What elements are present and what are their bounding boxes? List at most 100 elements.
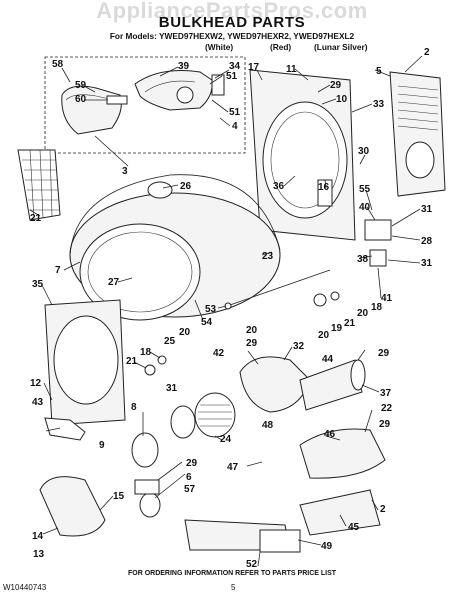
drum-front-ring bbox=[87, 231, 193, 313]
sensor-part bbox=[176, 86, 194, 104]
callout: 16 bbox=[318, 182, 330, 193]
callout: 52 bbox=[246, 559, 258, 570]
blower-housing-part bbox=[239, 356, 311, 413]
callout: 44 bbox=[322, 354, 334, 365]
callout: 42 bbox=[213, 348, 225, 359]
callout: 35 bbox=[32, 279, 44, 290]
document-number: W10440743 bbox=[3, 583, 47, 592]
callout: 36 bbox=[273, 181, 285, 192]
callout: 25 bbox=[164, 336, 176, 347]
callout: 14 bbox=[32, 531, 44, 542]
callout: 40 bbox=[359, 202, 371, 213]
lower-duct-part bbox=[39, 476, 106, 537]
callout: 48 bbox=[262, 420, 274, 431]
callout: 47 bbox=[227, 462, 239, 473]
trim-housing-part bbox=[61, 85, 122, 135]
callout: 9 bbox=[99, 440, 105, 451]
callout: 6 bbox=[186, 472, 192, 483]
watermark: AppliancePartsPros.com bbox=[96, 0, 368, 23]
callout: 31 bbox=[421, 204, 433, 215]
callout: 49 bbox=[321, 541, 333, 552]
model-list: For Models: YWED97HEXW2, YWED97HEXR2, YW… bbox=[109, 31, 355, 41]
callout: 32 bbox=[293, 341, 305, 352]
callout: 27 bbox=[108, 277, 120, 288]
vent-port bbox=[405, 141, 435, 179]
wire-rod-part bbox=[229, 269, 331, 306]
callout: 33 bbox=[373, 99, 385, 110]
clip-part bbox=[211, 74, 225, 96]
callout: 31 bbox=[421, 258, 433, 269]
callout: 29 bbox=[378, 348, 390, 359]
duct-assembly-part bbox=[134, 70, 213, 111]
thermostat-bracket-part bbox=[364, 219, 392, 241]
callout: 26 bbox=[180, 181, 192, 192]
drum-front-opening bbox=[79, 223, 201, 321]
ordering-note: FOR ORDERING INFORMATION REFER TO PARTS … bbox=[127, 570, 337, 577]
roller-part bbox=[144, 364, 156, 376]
vent-grille bbox=[397, 85, 439, 131]
callout: 8 bbox=[131, 402, 137, 413]
page-title: BULKHEAD PARTS bbox=[158, 14, 306, 31]
duct-contour bbox=[144, 80, 196, 93]
callout: 31 bbox=[166, 383, 178, 394]
callout-labels: 58 59 60 39 51 34 51 4 3 2 17 11 29 10 5… bbox=[30, 47, 433, 570]
callout: 24 bbox=[220, 434, 232, 445]
thermal-fuse-part bbox=[369, 249, 387, 267]
lint-screen-part bbox=[17, 149, 61, 221]
bulkhead-opening bbox=[262, 101, 348, 219]
base-support-part bbox=[299, 489, 381, 536]
callout: 60 bbox=[75, 94, 87, 105]
callout: 43 bbox=[32, 397, 44, 408]
callout: 57 bbox=[184, 484, 196, 495]
callout: 17 bbox=[248, 62, 260, 73]
callout: 20 bbox=[318, 330, 330, 341]
callout: 4 bbox=[232, 121, 238, 132]
trim-edge bbox=[65, 94, 115, 101]
callout: 54 bbox=[201, 317, 213, 328]
lint-screen-mesh bbox=[22, 149, 59, 221]
drum-baffle-part bbox=[147, 181, 173, 199]
callout: 29 bbox=[246, 338, 258, 349]
blower-wheel-part bbox=[194, 392, 236, 438]
callout: 53 bbox=[205, 304, 217, 315]
idler-washer-part bbox=[330, 291, 340, 301]
callout: 51 bbox=[226, 71, 238, 82]
callout: 34 bbox=[229, 61, 241, 72]
callout: 23 bbox=[262, 251, 274, 262]
callout: 2 bbox=[380, 504, 386, 515]
idler-pulley-part bbox=[313, 293, 327, 307]
callout: 20 bbox=[246, 325, 258, 336]
callout: 10 bbox=[336, 94, 348, 105]
exhaust-duct-part bbox=[299, 359, 363, 411]
callout: 29 bbox=[379, 419, 391, 430]
callout: 30 bbox=[358, 146, 370, 157]
callout: 12 bbox=[30, 378, 42, 389]
callout: 15 bbox=[113, 491, 125, 502]
callout: 20 bbox=[179, 327, 191, 338]
callout: 18 bbox=[371, 302, 383, 313]
drum-top-edge bbox=[69, 174, 281, 256]
motor-cover-part bbox=[299, 428, 386, 479]
callout: 2 bbox=[424, 47, 430, 58]
bulkhead-ring bbox=[270, 111, 340, 209]
callout: 18 bbox=[140, 347, 152, 358]
pulley-ring-part bbox=[170, 405, 196, 439]
callout: 55 bbox=[359, 184, 371, 195]
callout: 7 bbox=[55, 265, 61, 276]
callout: 59 bbox=[75, 80, 87, 91]
page-number: 5 bbox=[231, 583, 236, 592]
callout: 58 bbox=[52, 59, 64, 70]
callout: 11 bbox=[286, 64, 297, 75]
callout: 45 bbox=[348, 522, 360, 533]
callout: 29 bbox=[330, 80, 342, 91]
front-bulkhead-opening bbox=[53, 315, 119, 405]
hinge-bracket-part bbox=[44, 417, 86, 441]
clamp-part bbox=[134, 479, 160, 495]
callout: 51 bbox=[229, 107, 241, 118]
motor-bracket-part bbox=[259, 529, 301, 553]
leader-lines bbox=[29, 55, 423, 567]
callout: 21 bbox=[30, 213, 42, 224]
callout: 22 bbox=[381, 403, 393, 414]
